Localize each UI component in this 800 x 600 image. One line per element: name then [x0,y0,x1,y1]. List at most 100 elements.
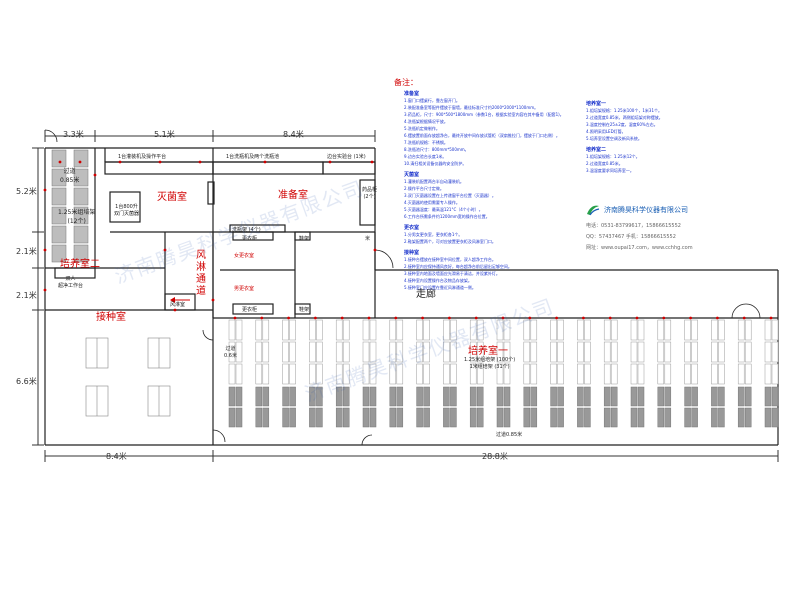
rack [369,341,377,363]
rack [443,319,450,341]
note-line: 1.组培架规格：1.25米100个，1米31个。 [586,108,662,113]
note-line: 2.鞋架配置两个，可对应放置更衣柜及风淋室门口。 [404,239,496,244]
rack [771,341,779,363]
rack [335,341,343,363]
rack [228,341,236,363]
rack [557,341,564,363]
dim-left-2: 2.1米 [16,247,37,256]
rack [550,386,557,407]
label-air-shower-box: 风淋室 [170,302,186,308]
rack [423,363,430,385]
rack [577,386,584,407]
rack [637,407,645,428]
rack [503,386,511,407]
note-line: 8.洗瓶池尺寸：800mm*500mm。 [404,147,469,152]
rack [443,363,450,385]
door-arc [731,303,761,319]
label-bench: 边台实验台 (1米) [327,154,366,160]
note-line: 5.培养室设置空调及新风系统。 [586,136,642,141]
rack [309,341,316,363]
rack [630,363,638,385]
rack [416,341,423,363]
label-shoe-rack-1: 鞋架 [299,236,310,242]
rack [362,363,370,385]
rack [684,407,691,428]
company-qq: QQ：57437467 手机：15866615552 [586,234,676,240]
rack [282,407,289,428]
rack [744,363,752,385]
rack [691,407,698,428]
rack [584,386,591,407]
rack [389,407,397,428]
rack [423,386,430,407]
light-dot [163,248,167,252]
rack [557,407,564,428]
label-shoe-rack-2: 鞋架 [299,307,310,313]
rack [73,168,89,187]
rack [316,319,323,341]
rack [771,363,779,385]
room-prep: 准备室 [278,190,308,201]
note-line: 5.接种室门应设置在靠近风淋通道一侧。 [404,285,476,290]
rack [262,341,270,363]
light-dot [501,316,505,320]
note-line: 7.洗瓶机规格：不锈钢。 [404,140,448,145]
notes-title: 备注： [394,78,418,87]
dim-top-3: 8.4米 [283,130,304,139]
company-block: 济南腾昊科学仪器有限公司 电话：0531-83799617，1586661555… [586,204,693,251]
rack [610,386,618,407]
rack [235,341,243,363]
rack [289,319,296,341]
light-dot [394,316,398,320]
room-culture-2: 培养室二 [60,259,100,270]
note-line: 9.边台实验台长度1米。 [404,154,447,159]
rack [335,407,343,428]
rack [711,407,718,428]
changing-cabinet-box [232,303,274,315]
rack [771,386,779,407]
rack [282,341,289,363]
rack [282,319,289,341]
note-line: 4.灭菌器的使用需要专人操作。 [404,200,460,205]
rack [335,363,343,385]
rack [557,319,564,341]
rack [469,386,477,407]
rack [530,319,538,341]
rack [262,319,270,341]
rack [771,319,779,341]
rack [718,407,725,428]
dim-left-4: 6.6米 [16,377,37,386]
label-passage-bottom: 过道0.85米 [496,432,523,438]
rack [684,386,691,407]
company-phone: 电话：0531-83799617，15866615552 [586,223,681,229]
pass-window [207,181,215,205]
light-dot [716,316,719,320]
rack [396,407,404,428]
rack [423,407,430,428]
rack [557,363,564,385]
rack [469,319,477,341]
rack [416,407,423,428]
rack [235,319,243,341]
rack [603,363,611,385]
note-line: 1.组培架规格：1.25米12个。 [586,154,640,159]
rack [51,187,67,206]
door-arc [212,429,226,443]
door-arc [374,249,394,269]
rack [228,363,236,385]
rack [289,341,296,363]
light-dot [263,160,267,164]
rack [610,341,618,363]
arrow-head [170,297,175,303]
light-dot [43,188,47,192]
label-washer: 1台洗瓶机及两个洗瓶池 [226,154,280,160]
rack [523,363,531,385]
note-line: 2.过道宽度0.85米，两侧组培架对称摆放。 [586,115,663,120]
rack [503,319,511,341]
note-line: 1.灌装机配置两台半自动灌装机。 [404,179,464,184]
company-logo-icon [587,205,600,216]
rack [443,407,450,428]
note-line: 5.洗瓶机定做制作。 [404,126,440,131]
rack [764,319,772,341]
rack [342,363,350,385]
